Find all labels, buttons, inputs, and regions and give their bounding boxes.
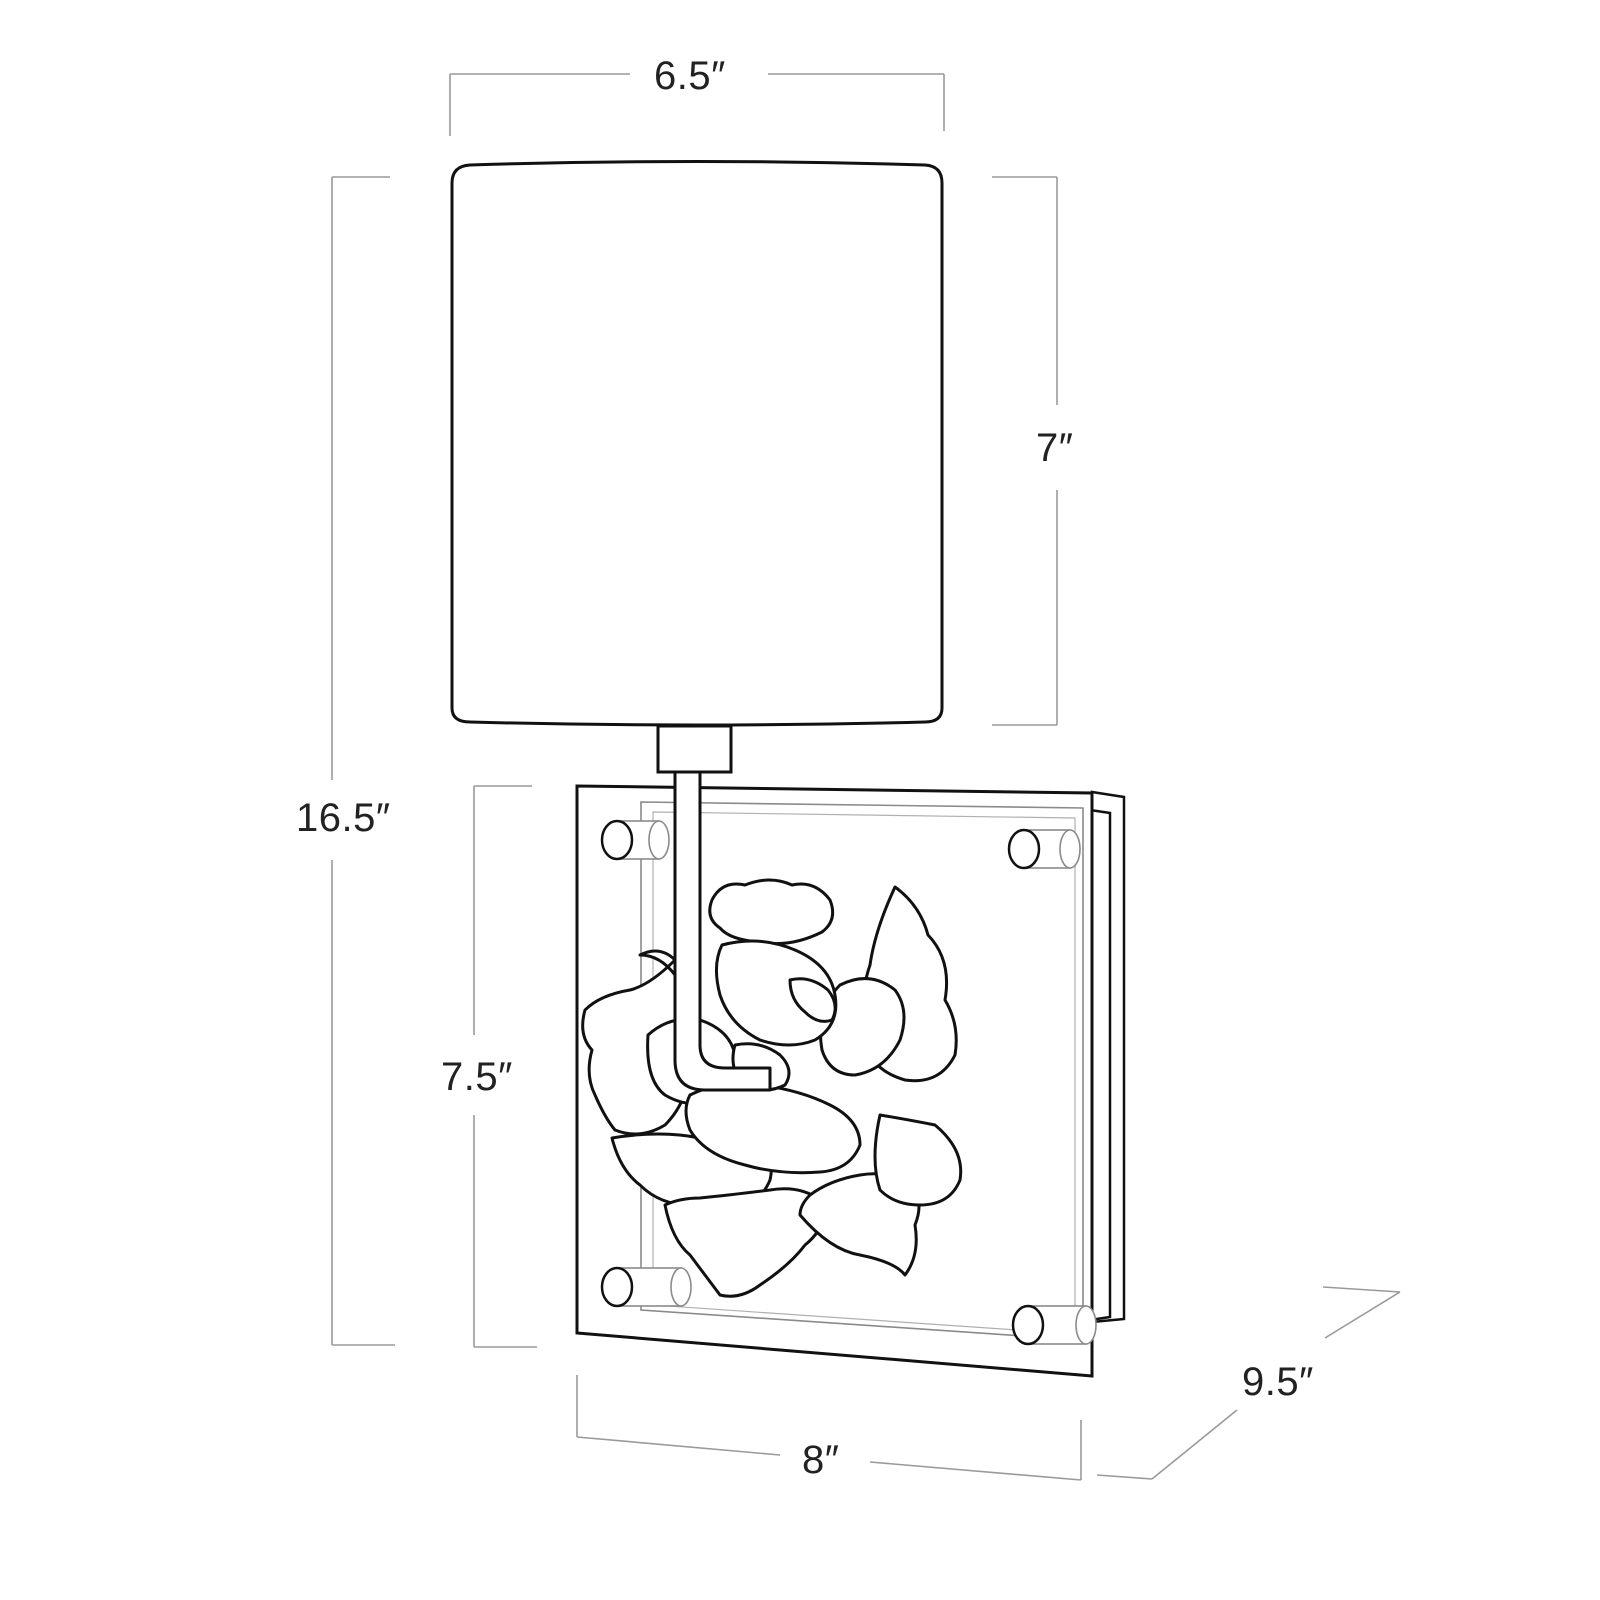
standoff-bottom-right [1011,1304,1097,1346]
overall-height-label: 16.5″ [296,796,391,840]
backplate-width-label: 8″ [802,1438,840,1482]
backplate-height-dimension [473,785,537,1348]
dimension-lines [331,73,1401,1481]
rose-petal-top-left [708,878,835,946]
backplate-width-dimension [576,1375,1082,1481]
shade-height-dimension [992,176,1058,726]
standoff-top-left [600,819,670,861]
depth-label: 9.5″ [1242,1360,1314,1404]
rose-petal-right [873,1113,963,1207]
standoff-bottom-left [600,1266,692,1308]
rose-petal-center-upper [715,939,838,1047]
overall-height-dimension [331,176,395,1346]
standoff-screws [600,819,1097,1346]
rose-petal-curl [788,977,837,1023]
lamp-shade [450,160,944,727]
backplate-rear-layers [1088,790,1126,1324]
socket [656,724,733,774]
rose-flower [581,878,963,1298]
sconce-arm [673,770,772,1092]
depth-dimension [1096,1286,1401,1480]
shade-height-label: 7″ [1036,426,1074,470]
shade-width-dimension [449,73,945,136]
standoff-top-right [1007,828,1081,870]
rose-petal-bottom [663,1187,825,1298]
shade-width-label: 6.5″ [654,54,726,98]
backplate-height-label: 7.5″ [441,1055,513,1099]
